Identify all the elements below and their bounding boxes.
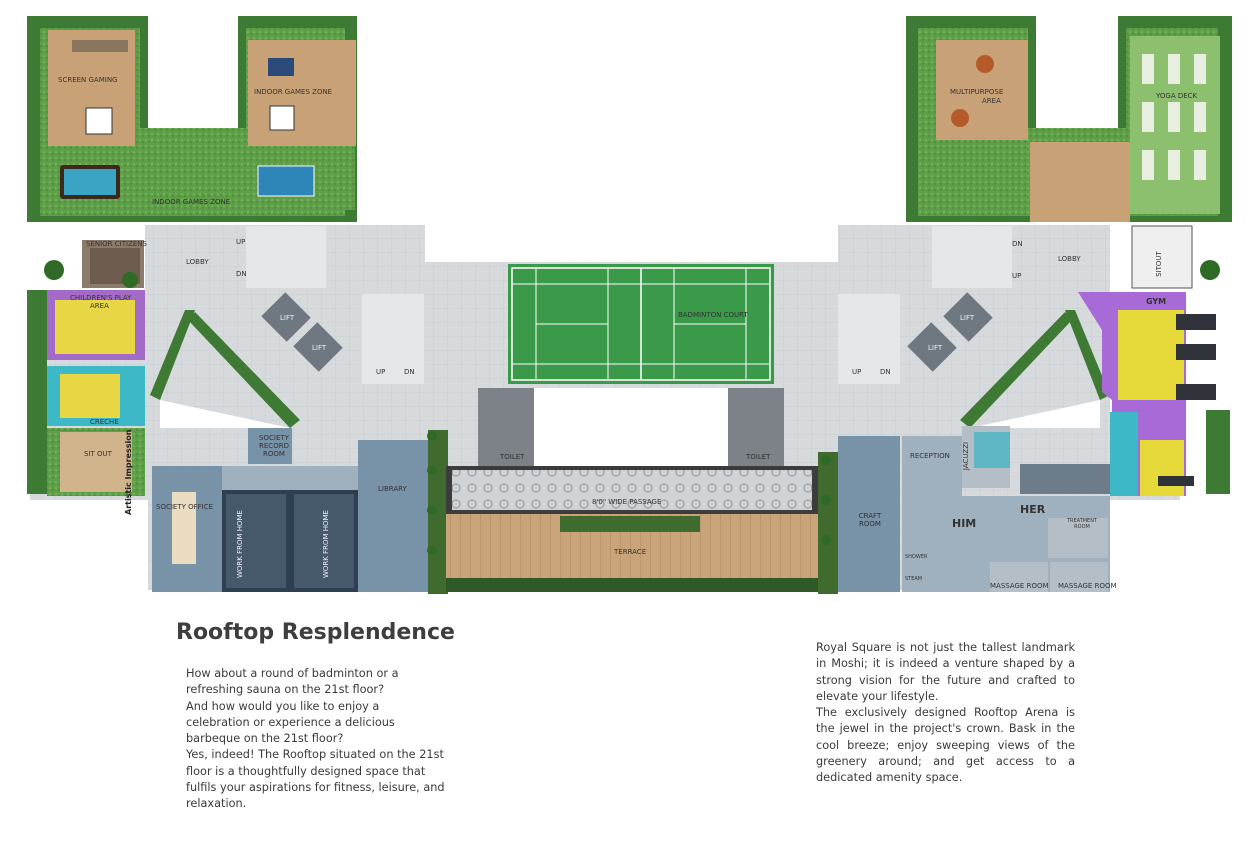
label-stair-dn-left: DN (404, 368, 415, 376)
right-core (838, 226, 1012, 384)
label-up-right: UP (1012, 272, 1022, 280)
label-multipurpose-area: AREA (982, 97, 1001, 105)
label-massage-room-2: MASSAGE ROOM (1058, 582, 1117, 590)
label-jacuzzi: JACUZZI (962, 441, 971, 471)
right-top-wing (906, 16, 1232, 222)
right-description: Royal Square is not just the tallest lan… (816, 640, 1075, 787)
label-stair-up-right: UP (852, 368, 862, 376)
label-toilet-left: TOILET (500, 453, 525, 461)
label-childrens-play: CHILDREN'S PLAY (70, 294, 132, 302)
label-gym: GYM (1146, 297, 1167, 306)
central-terrace (428, 430, 838, 594)
badminton-court (508, 264, 774, 384)
right-paragraph: The exclusively designed Rooftop Arena i… (816, 706, 1075, 785)
label-up-left: UP (236, 238, 246, 246)
label-dn-left: DN (236, 270, 247, 278)
page-title: Rooftop Resplendence (176, 620, 455, 645)
label-massage-room-1: MASSAGE ROOM (990, 582, 1049, 590)
label-lobby-right: LOBBY (1058, 255, 1081, 263)
label-her: HER (1020, 503, 1046, 516)
label-sit-out-left: SIT OUT (84, 450, 112, 458)
label-work-from-home-2: WORK FROM HOME (321, 510, 330, 579)
label-senior-citizens: SENIOR CITIZENS (86, 240, 147, 248)
left-offices (152, 428, 428, 592)
label-shower: SHOWER (905, 554, 928, 560)
label-stair-dn-right: DN (880, 368, 891, 376)
label-childrens-play-area: AREA (90, 302, 109, 310)
label-screen-gaming: SCREEN GAMING (58, 76, 118, 84)
gym-area (1078, 225, 1216, 496)
left-description: How about a round of badminton or a refr… (186, 666, 446, 813)
label-lift-2: LIFT (312, 344, 327, 352)
label-treatment-room: TREATMENT ROOM (1066, 518, 1098, 530)
label-steam: STEAM (905, 576, 923, 582)
label-society-office: SOCIETY OFFICE (156, 503, 214, 511)
right-paragraph: Royal Square is not just the tallest lan… (816, 641, 1075, 703)
artistic-impression-note: Artistic Impression (124, 429, 133, 515)
label-stair-up-left: UP (376, 368, 386, 376)
label-society-record-room: SOCIETY RECORD ROOM (259, 434, 289, 459)
right-amenities (838, 426, 1110, 592)
label-lobby-left: LOBBY (186, 258, 209, 266)
label-multipurpose: MULTIPURPOSE (950, 88, 1004, 96)
rooftop-floor-plan (27, 16, 1232, 594)
left-paragraph: Yes, indeed! The Rooftop situated on the… (186, 748, 445, 811)
label-badminton-court: BADMINTON COURT (678, 311, 748, 319)
label-lift-3: LIFT (928, 344, 943, 352)
childrens-play-area (47, 290, 145, 496)
label-indoor-games-zone-top: INDOOR GAMES ZONE (254, 88, 333, 96)
label-dn-right: DN (1012, 240, 1023, 248)
label-work-from-home-1: WORK FROM HOME (235, 510, 244, 579)
label-toilet-right: TOILET (746, 453, 771, 461)
label-reception: RECEPTION (910, 452, 950, 460)
label-library: LIBRARY (378, 485, 407, 493)
label-wide-passage: 8'0" WIDE PASSAGE (592, 498, 662, 506)
left-paragraph: How about a round of badminton or a refr… (186, 667, 399, 697)
label-creche: CRECHE (90, 418, 119, 426)
label-lift-4: LIFT (960, 314, 975, 322)
label-craft-room: CRAFT ROOM (858, 512, 882, 529)
label-indoor-games-zone: INDOOR GAMES ZONE (152, 198, 231, 206)
left-top-wing (27, 16, 357, 222)
label-sitout-right: SITOUT (1154, 251, 1163, 277)
label-yoga-deck: YOGA DECK (1156, 92, 1198, 100)
left-core (246, 226, 424, 384)
label-him: HIM (952, 517, 977, 530)
left-paragraph: And how would you like to enjoy a celebr… (186, 699, 395, 746)
label-terrace: TERRACE (614, 548, 647, 556)
label-lift-1: LIFT (280, 314, 295, 322)
